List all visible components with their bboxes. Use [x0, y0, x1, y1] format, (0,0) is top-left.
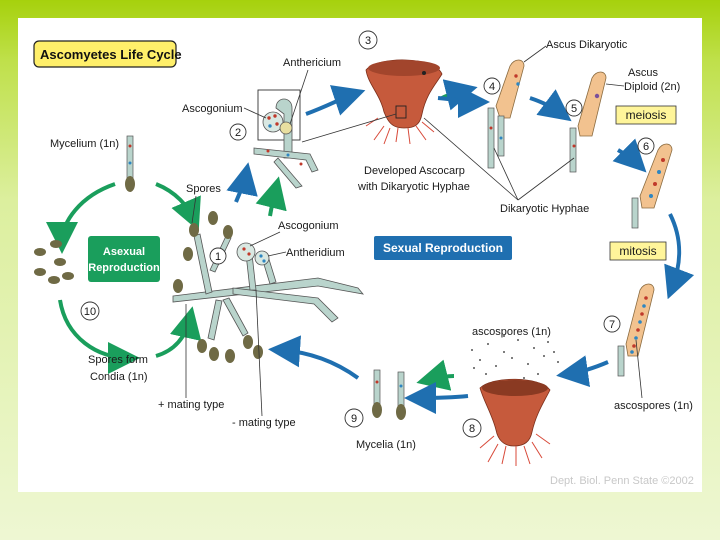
label-ascus-diploid-2: Diploid (2n) [624, 81, 680, 93]
step-10: 10 [80, 301, 100, 321]
svg-text:6: 6 [643, 141, 649, 153]
label-antheridium-top: Anthericium [283, 57, 341, 69]
sexual-label: Sexual Reproduction [383, 241, 503, 255]
ascus-4 [487, 59, 525, 169]
label-ascus-dikaryotic: Ascus Dikaryotic [546, 39, 628, 51]
blue-arrow-8-9 [404, 381, 469, 414]
sexual-cycle-arrows [226, 79, 695, 414]
green-arrow-bottom-left [58, 299, 140, 374]
step-2: 2 [229, 123, 247, 141]
asexual-label-line1: Asexual [103, 246, 145, 258]
ascus-5 [569, 71, 607, 173]
label-ascogonium-top: Ascogonium [182, 103, 243, 115]
asexual-label-line2: Reproduction [88, 262, 160, 274]
label-ascogonium-mid: Ascogonium [278, 220, 339, 232]
mycelia-9 [372, 369, 406, 420]
gametangia-closeup [253, 89, 319, 189]
title-box: Ascomyetes Life Cycle [33, 40, 182, 68]
step-8: 8 [462, 418, 482, 438]
label-dikaryotic-hyphae: Dikaryotic Hyphae [500, 203, 589, 215]
slide: Ascomyetes Life Cycle Asexual Reproducti… [18, 18, 702, 492]
ascocarp-developed [365, 59, 443, 145]
green-arrow-bottom-right [155, 306, 202, 358]
svg-text:9: 9 [351, 413, 357, 425]
label-antheridium-mid: Antheridium [286, 247, 345, 259]
blue-arrow-4-5 [529, 89, 572, 122]
step-6: 6 [637, 137, 655, 155]
conidia-spores [34, 240, 74, 284]
svg-text:8: 8 [469, 423, 475, 435]
svg-text:5: 5 [571, 103, 577, 115]
svg-text:2: 2 [235, 127, 241, 139]
label-plus-mating: + mating type [158, 399, 224, 411]
ascus-6 [631, 143, 673, 229]
svg-text:1: 1 [215, 251, 221, 263]
ascocarp-releasing [471, 335, 559, 466]
label-developed-ascocarp-2: with Dikaryotic Hyphae [357, 181, 470, 193]
blue-arrow-5-6 [612, 138, 647, 173]
asexual-cycle-arrows [46, 176, 455, 391]
blue-arrow-6-7 [664, 213, 695, 300]
label-mitosis: mitosis [619, 244, 656, 258]
green-arrow-up [255, 176, 287, 217]
svg-text:7: 7 [609, 319, 615, 331]
label-minus-mating: - mating type [232, 417, 296, 429]
step-3: 3 [358, 30, 378, 50]
blue-arrow-2-3 [305, 85, 366, 116]
mycelium-hypha [125, 135, 135, 192]
blue-arrow-1-2 [226, 162, 258, 203]
label-spores-form-1: Spores form [88, 354, 148, 366]
diagram-title: Ascomyetes Life Cycle [40, 47, 182, 62]
blue-arrow-3-4 [437, 85, 490, 118]
label-ascospores-top: ascospores (1n) [472, 326, 551, 338]
step-9: 9 [344, 408, 364, 428]
svg-text:10: 10 [84, 306, 96, 318]
ascus-7 [617, 283, 655, 377]
label-spores-form-2: Condia (1n) [90, 371, 147, 383]
mitosis-box: mitosis [609, 241, 667, 261]
label-mycelium: Mycelium (1n) [50, 138, 119, 150]
gametangia-mid [236, 242, 270, 266]
label-spores: Spores [186, 183, 221, 195]
svg-text:3: 3 [365, 35, 371, 47]
life-cycle-diagram: Ascomyetes Life Cycle Asexual Reproducti… [33, 30, 695, 487]
blue-arrow-9-1 [268, 335, 360, 380]
green-arrow-top-right [155, 182, 201, 232]
copyright: Dept. Biol. Penn State ©2002 [550, 475, 694, 487]
step-7: 7 [603, 315, 621, 333]
step-5: 5 [565, 99, 583, 117]
label-mycelia: Mycelia (1n) [356, 439, 416, 451]
meiosis-box: meiosis [615, 105, 677, 125]
green-arrow-left [46, 182, 116, 254]
step-4: 4 [483, 77, 501, 95]
green-arrow-release [416, 359, 455, 391]
sexual-reproduction-box: Sexual Reproduction [374, 236, 512, 260]
step-1: 1 [209, 247, 227, 265]
label-developed-ascocarp-1: Developed Ascocarp [364, 165, 465, 177]
blue-arrow-7-8 [556, 355, 609, 388]
asexual-reproduction-box: Asexual Reproduction [88, 236, 160, 282]
central-mycelium-spores [173, 211, 263, 363]
svg-text:4: 4 [489, 81, 495, 93]
label-ascospores-right: ascospores (1n) [614, 400, 693, 412]
label-ascus-diploid-1: Ascus [628, 67, 658, 79]
label-meiosis: meiosis [626, 108, 667, 122]
